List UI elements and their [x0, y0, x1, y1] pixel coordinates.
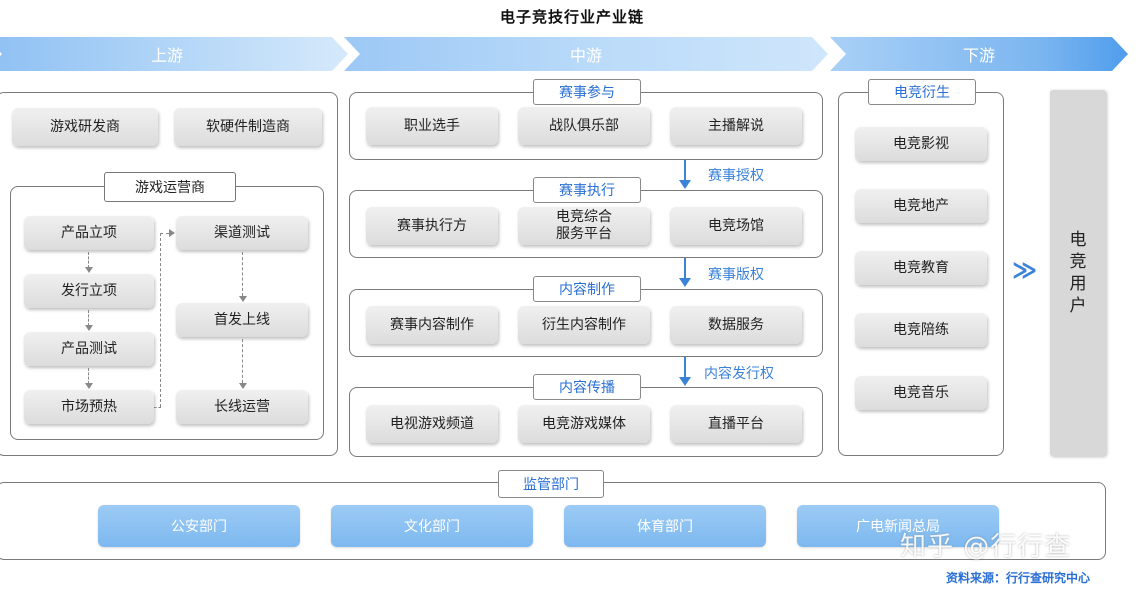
stage-upstream: 上游 — [0, 37, 348, 71]
mid-item: 赛事执行方 — [366, 207, 498, 245]
mid-item: 电竞场馆 — [670, 207, 802, 245]
stage-downstream: 下游 — [830, 37, 1128, 71]
mid-label-distribution: 内容传播 — [533, 374, 641, 400]
esports-users: 电 竞 用 户 — [1050, 90, 1106, 456]
arrow-right — [169, 229, 175, 237]
game-developer: 游戏研发商 — [12, 108, 158, 146]
watermark: 知乎 @行行查 — [900, 532, 1072, 562]
mid-item: 职业选手 — [366, 107, 498, 145]
mid-item: 直播平台 — [670, 405, 802, 443]
operator-label: 游戏运营商 — [104, 172, 236, 202]
connector — [88, 310, 89, 326]
blue-arrow-down-icon — [678, 357, 692, 387]
connector — [160, 233, 169, 234]
connector — [242, 339, 243, 383]
flow-channel-test: 渠道测试 — [176, 216, 308, 250]
regulators-label: 监管部门 — [498, 470, 604, 498]
mid-item: 战队俱乐部 — [518, 107, 650, 145]
mid-item: 主播解说 — [670, 107, 802, 145]
derivative-item: 电竞教育 — [855, 251, 987, 285]
derivative-item: 电竞音乐 — [855, 376, 987, 410]
mid-item: 电竞游戏媒体 — [518, 405, 650, 443]
derivatives-label: 电竞衍生 — [868, 79, 976, 105]
mid-item: 衍生内容制作 — [518, 306, 650, 344]
blue-arrow-down-icon — [678, 160, 692, 190]
connector — [242, 252, 243, 296]
regulator-culture: 文化部门 — [331, 505, 533, 547]
mid-item: 数据服务 — [670, 306, 802, 344]
connector — [88, 368, 89, 384]
mid-label-participation: 赛事参与 — [533, 79, 641, 105]
connector — [154, 407, 161, 408]
rights-label: 内容发行权 — [704, 366, 774, 382]
connector — [88, 252, 89, 268]
users-char: 户 — [1069, 296, 1087, 317]
mid-label-execution: 赛事执行 — [533, 177, 641, 203]
derivative-item: 电竞影视 — [855, 127, 987, 161]
flow-publish-approval: 发行立项 — [24, 274, 154, 308]
regulator-sports: 体育部门 — [564, 505, 766, 547]
diagram-title: 电子竞技行业产业链 — [499, 8, 644, 26]
arrow-down — [239, 296, 247, 302]
flow-launch: 首发上线 — [176, 303, 308, 337]
mid-label-production: 内容制作 — [533, 276, 641, 302]
mid-item: 赛事内容制作 — [366, 306, 498, 344]
flow-market-warmup: 市场预热 — [24, 390, 154, 424]
blue-arrow-down-icon — [678, 258, 692, 288]
arrow-down — [239, 383, 247, 389]
regulator-police: 公安部门 — [98, 505, 300, 547]
users-char: 用 — [1069, 274, 1087, 294]
arrow-down — [85, 383, 93, 389]
flow-product-approval: 产品立项 — [24, 216, 154, 250]
arrow-down — [85, 267, 93, 273]
derivative-item: 电竞地产 — [855, 189, 987, 223]
flow-product-test: 产品测试 — [24, 332, 154, 366]
connector — [160, 233, 161, 407]
source-note: 资料来源：行行查研究中心 — [946, 571, 1091, 585]
derivative-item: 电竞陪练 — [855, 313, 987, 347]
double-chevron-right-icon: ≫ — [1012, 256, 1038, 284]
rights-label: 赛事版权 — [708, 267, 764, 283]
mid-item: 电竞综合 服务平台 — [518, 207, 650, 245]
arrow-down — [85, 325, 93, 331]
users-char: 电 — [1069, 229, 1087, 250]
users-char: 竞 — [1069, 251, 1087, 272]
stage-midstream: 中游 — [344, 37, 828, 71]
rights-label: 赛事授权 — [708, 168, 764, 184]
regulator-radio-tv: 广电新闻总局 — [797, 505, 999, 547]
mid-item: 电视游戏频道 — [366, 405, 498, 443]
flow-long-term-ops: 长线运营 — [176, 390, 308, 424]
hardware-manufacturer: 软硬件制造商 — [174, 108, 322, 146]
